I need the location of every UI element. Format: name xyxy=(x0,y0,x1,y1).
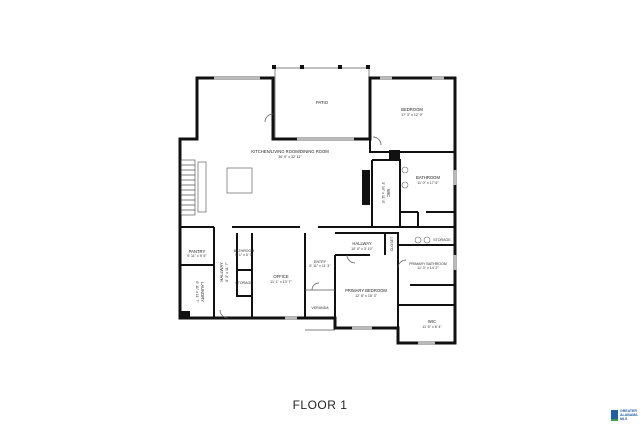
room-label-office: OFFICE xyxy=(273,274,289,279)
room-dims-hallway-2: 10' 0" x 3' 10" xyxy=(351,247,373,251)
stairs xyxy=(180,159,196,216)
house-icon xyxy=(611,410,618,422)
kitchen-counter xyxy=(197,161,207,213)
room-label-entry: ENTRY xyxy=(314,260,327,264)
room-label-storage: STORAGE xyxy=(235,281,253,285)
chimney xyxy=(389,150,400,160)
room-label-hallway-2: HALLWAY xyxy=(352,241,371,246)
room-dims-bedroom: 17' 3" x 12' 9" xyxy=(401,113,423,117)
room-label-veranda: VERANDA xyxy=(311,306,329,310)
logo-text: GREATER ALABAMA MLS xyxy=(620,409,638,421)
sink xyxy=(423,236,431,244)
room-label-wic-2: WIC xyxy=(428,319,436,324)
floor-label: FLOOR 1 xyxy=(292,398,348,412)
room-dims-kitchen: 36' 9" x 32' 11" xyxy=(278,155,302,159)
door-swings xyxy=(219,113,407,319)
room-dims-bathroom-small: 5' 1" x 5' 9" xyxy=(235,253,253,257)
room-label-bathroom: BATHROOM xyxy=(416,175,440,180)
sink xyxy=(414,236,422,244)
interior-walls xyxy=(180,78,455,331)
room-label-pantry: PANTRY xyxy=(189,249,206,254)
room-dims-wic-2: 11' 5" x 8' 4" xyxy=(422,325,442,329)
room-dims-entry: 5' 11" x 11' 3" xyxy=(309,264,331,268)
room-label-closet: CLOSET xyxy=(390,236,394,251)
fixtures xyxy=(180,113,431,319)
room-label-primary-bathroom: PRIMARY BATHROOM xyxy=(409,262,447,266)
room-dims-wic: 5' 10" x 11' 8" xyxy=(381,182,385,204)
room-dims-hallway: 8' 3" x 11' 7" xyxy=(225,262,229,282)
room-label-wic: WIC xyxy=(386,189,391,197)
room-label-kitchen: KITCHEN/LIVING ROOM/DINING ROOM xyxy=(251,149,329,154)
room-dims-pantry: 9' 11" x 9' 5" xyxy=(187,254,207,258)
sink xyxy=(401,181,409,189)
windows xyxy=(214,76,457,345)
room-label-hallway: HALLWAY xyxy=(219,262,224,281)
room-label-patio: PATIO xyxy=(316,100,329,105)
sink xyxy=(401,166,409,174)
room-label-storage-2: STORAGE xyxy=(433,238,451,242)
room-label-bedroom: BEDROOM xyxy=(401,107,423,112)
room-label-bathroom-small: BATHROOM xyxy=(234,249,255,253)
room-dims-bathroom: 11' 0" x 17' 6" xyxy=(417,181,439,185)
exterior-walls xyxy=(178,76,457,345)
room-dims-office: 11' 1" x 13' 7" xyxy=(270,280,292,284)
mls-logo: GREATER ALABAMA MLS xyxy=(611,409,640,422)
kitchen-island xyxy=(226,167,253,194)
room-dims-primary-bathroom: 11' 3" x 14' 2" xyxy=(417,266,439,270)
fireplace xyxy=(362,170,370,205)
room-label-laundry: LAUNDRY xyxy=(200,282,205,302)
room-dims-laundry: 6' 11" x 11' 7" xyxy=(195,281,199,303)
room-label-primary-bedroom: PRIMARY BEDROOM xyxy=(345,288,387,293)
water-heater xyxy=(180,311,190,318)
room-labels: PATIO BEDROOM 17' 3" x 12' 9" KITCHEN/LI… xyxy=(187,100,451,329)
room-dims-primary-bedroom: 12' 8" x 15' 3" xyxy=(355,294,377,298)
